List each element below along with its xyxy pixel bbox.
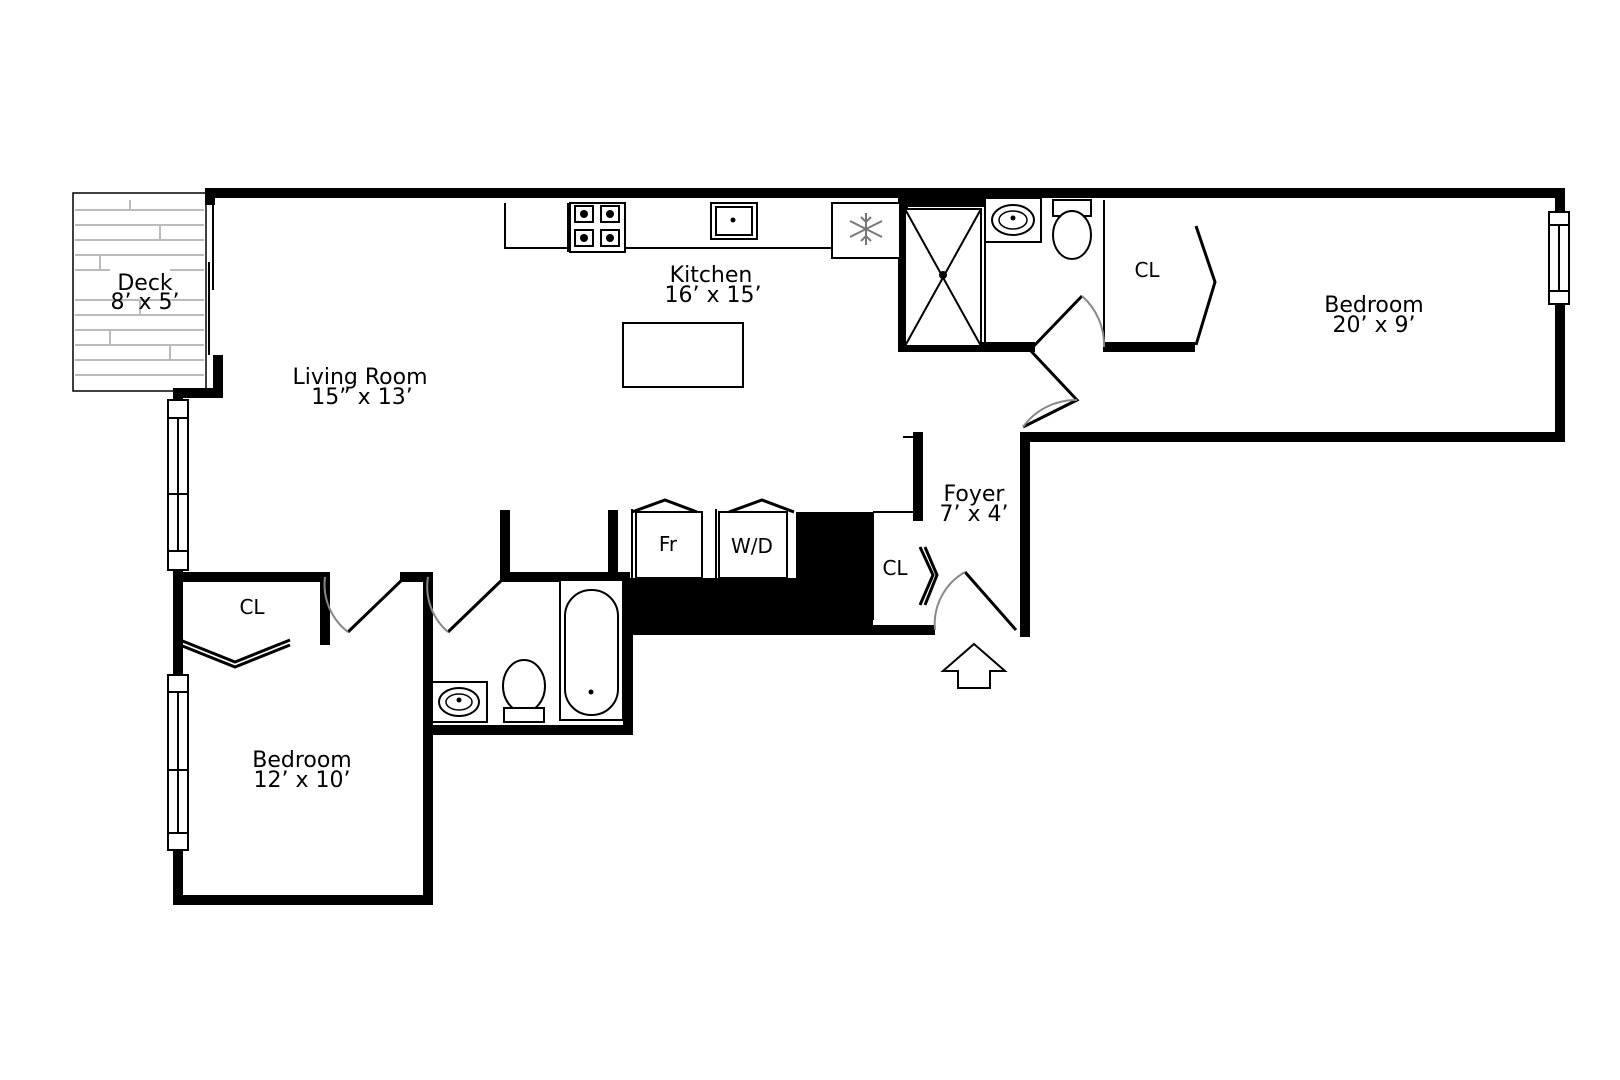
deck-dims: 8’ x 5’ [111,290,180,315]
foyer-name: Foyer [944,482,1006,507]
room-labels: Deck 8’ x 5’ Kitchen 16’ x 15’ Living Ro… [111,258,1424,793]
closet-west-label: CL [239,595,265,619]
snowflake-icon [849,213,883,245]
foyer-dims: 7’ x 4’ [940,502,1009,527]
bedroom-east-dims: 20’ x 9’ [1333,313,1416,338]
window-east [1548,211,1570,305]
stove [569,202,626,253]
deck-name: Deck [117,271,173,296]
mechanical-chase [625,512,873,634]
kitchen-dims: 16’ x 15’ [665,283,762,308]
windows [167,200,1570,851]
fridge-label: Fr [659,532,678,556]
bedroom-west-dims: 12’ x 10’ [254,768,351,793]
east-bath-sink [984,197,1042,243]
west-bath-toilet [502,659,546,723]
door-west-bath [426,575,507,634]
west-bath-sink [431,681,488,723]
living-room-name: Living Room [292,365,427,390]
west-bath-tub [559,579,624,721]
door-east-closet [1194,225,1217,346]
closet-east-label: CL [1134,258,1160,282]
door-west-closet [179,638,291,669]
kitchen-sink [710,202,758,240]
deck-boards [75,200,204,376]
doors [179,225,1217,669]
kitchen-island [622,322,744,388]
bedroom-west-name: Bedroom [252,748,352,773]
deck-door [208,200,214,355]
bedroom-east-name: Bedroom [1324,293,1424,318]
kitchen-counter [504,203,833,252]
interior-walls [173,188,1195,735]
east-bath-toilet [1052,199,1092,260]
window-living-west [167,399,189,571]
refrigerator [831,202,901,259]
door-foyer-closet [918,546,939,606]
door-east-bath [1022,294,1106,429]
arrow-up-icon [940,642,1008,689]
east-bath-shower [904,208,982,347]
kitchen-name: Kitchen [670,263,753,288]
window-bedroom-west [167,674,189,851]
door-entrance [933,571,1018,631]
washer-dryer-label: W/D [731,534,773,558]
deck [72,192,207,392]
fridge-closet [631,498,703,579]
living-room-dims: 15” x 13’ [311,385,412,410]
door-west-bedroom [323,575,407,634]
closet-foyer-label: CL [882,556,908,580]
washer-dryer-closet [715,498,795,579]
